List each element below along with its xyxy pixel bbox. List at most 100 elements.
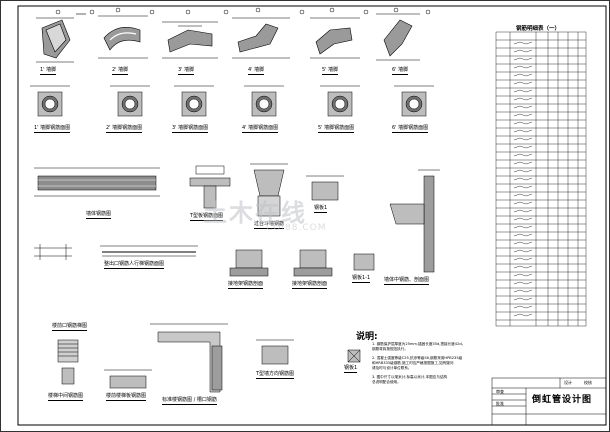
table-rebar-shape: [513, 241, 533, 245]
detail-1: [36, 13, 86, 63]
table-rebar-shape: [513, 265, 533, 269]
table-rebar-shape: [513, 97, 533, 101]
note-line-6: 3. 图中尺寸以毫米计,标高以米计,本图应与结构: [372, 375, 448, 379]
table-rebar-shape: [513, 313, 533, 317]
table-rebar-shape: [513, 81, 533, 85]
section-label-4: 4' 墙脚钢筋面图: [242, 125, 279, 133]
t-slab-section: [189, 165, 231, 209]
table-rebar-shape: [513, 273, 533, 277]
bottom-label-stair-slab: 楼前楼梯板钢筋图: [106, 393, 147, 401]
section-label-2: 2' 墙脚钢筋面图: [106, 125, 143, 133]
table-rebar-shape: [513, 177, 533, 181]
middle-label-funnel: 过台斗墙钢筋: [254, 221, 285, 229]
tb-field-design: 设计: [564, 380, 572, 385]
table-rebar-shape: [513, 193, 533, 197]
table-rebar-shape: [513, 121, 533, 125]
watermark-url: COI88.COM: [266, 223, 327, 233]
wall-rebar-elevation: [34, 167, 160, 197]
detail-label-3: 3' 墙脚: [178, 67, 195, 75]
note-line-4: 和HRB335级钢筋,施工时应严格按图施工,如有疑问: [372, 361, 454, 365]
bottom-label-t-wall: T型墙方向钢筋图: [256, 371, 295, 379]
steel-plate-1: [306, 175, 344, 201]
table-title: 钢筋明细表（一）: [516, 26, 561, 32]
detail-5: [310, 17, 360, 59]
table-rebar-shape: [513, 281, 533, 285]
middle-label-plate: 钢板1: [314, 205, 328, 213]
bottom-label-stair-middle: 楼梯中间钢筋图: [48, 393, 84, 401]
section-label-6: 6' 墙脚钢筋面图: [392, 125, 429, 133]
tb-field-approve: 批准: [496, 401, 504, 406]
table-rebar-shape: [513, 129, 533, 133]
table-rebar-shape: [513, 305, 533, 309]
table-rebar-shape: [513, 257, 533, 261]
table-rebar-shape: [513, 161, 533, 165]
section-label-3: 3' 墙脚钢筋面图: [172, 125, 209, 133]
note-line-3: 2. 混凝土强度等级C25,抗渗等级S6,钢筋采用HPB235级: [372, 356, 463, 360]
tb-field-check: 校核: [584, 380, 592, 385]
stair-plan: [57, 339, 79, 385]
section-6: [401, 91, 427, 117]
table-rebar-shape: [513, 233, 533, 237]
table-rebar-shape: [513, 145, 533, 149]
section-1: [37, 91, 63, 117]
section-4: [251, 91, 277, 117]
wall-column-section: [389, 169, 440, 273]
notes-title: 说明:: [356, 332, 378, 342]
table-rebar-shape: [513, 113, 533, 117]
table-rebar-shape: [513, 209, 533, 213]
section-row-2: [30, 85, 434, 117]
note-line-2: 钢筋弯钩按规范执行。: [372, 347, 408, 351]
section-label-5: 5' 墙脚钢筋面图: [318, 125, 355, 133]
detail-4: [232, 17, 290, 59]
table-rebar-shape: [513, 153, 533, 157]
section-5: [327, 91, 353, 117]
table-rebar-shape: [513, 201, 533, 205]
funnel-section: [250, 163, 288, 217]
table-rebar-shape: [513, 297, 533, 301]
title-block: [491, 377, 607, 426]
middle-label-base-2: 接地架钢筋剖面: [292, 281, 328, 289]
middle-label-plate-1-1: 钢板1-1: [352, 275, 371, 283]
stair-middle: [104, 369, 152, 389]
middle-label-t-slab: T型板钢筋面图: [190, 213, 224, 221]
table-rebar-shape: [513, 65, 533, 69]
rebar-schedule-table: [495, 31, 587, 327]
middle-label-ladder: 整出口钢筋人行梯钢筋面图: [104, 261, 165, 269]
ladder-rebar: [34, 244, 198, 260]
steel-plate-1b: [347, 349, 361, 363]
table-rebar-shape: [513, 105, 533, 109]
detail-2: [98, 15, 148, 59]
note-line-7: 总说明配合使用。: [372, 380, 401, 384]
table-rebar-shape: [513, 137, 533, 141]
table-rebar-shape: [513, 41, 533, 45]
bottom-drawings: [57, 323, 361, 393]
bottom-label-stair-plan: 楼前口钢筋梯图: [52, 323, 88, 331]
table-rows: [496, 41, 586, 321]
middle-label-wall-rebar: 墙体钢筋图: [86, 211, 112, 219]
table-rebar-shape: [513, 169, 533, 173]
note-line-1: 1. 钢筋保护层厚度为25mm,锚固长度35d,搭接长度42d。: [372, 342, 466, 346]
table-rebar-shape: [513, 73, 533, 77]
middle-label-column: 墙体中钢筋、剖面图: [384, 277, 430, 285]
base-section-1: [229, 249, 269, 277]
detail-label-6: 6' 墙脚: [392, 67, 409, 75]
t-wall-section: [256, 339, 294, 365]
detail-6: [376, 13, 420, 61]
detail-label-5: 5' 墙脚: [322, 67, 339, 75]
drawing-title: 倒虹管设计图: [532, 395, 593, 405]
table-rebar-shape: [513, 49, 533, 53]
note-line-5: 请及时与设计单位联系。: [372, 366, 412, 370]
table-rebar-shape: [513, 217, 533, 221]
table-rebar-shape: [513, 57, 533, 61]
bottom-label-standard: 标准楼钢筋图 / 槽口钢筋: [162, 397, 217, 405]
table-rebar-shape: [513, 89, 533, 93]
table-rebar-shape: [513, 225, 533, 229]
section-3: [181, 91, 207, 117]
corner-column: [211, 345, 223, 391]
section-2: [117, 91, 143, 117]
watermark-logo: 土木在线: [203, 199, 307, 227]
detail-label-2: 2' 墙脚: [112, 67, 129, 75]
drawing-frame: [17, 5, 607, 426]
tb-field-review: 审查: [496, 389, 504, 394]
